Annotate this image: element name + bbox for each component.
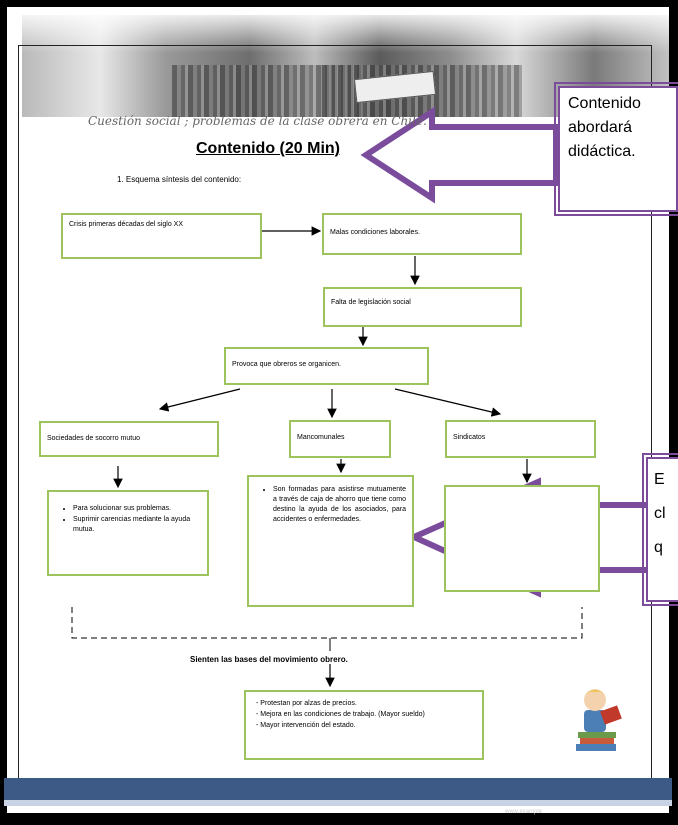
box-sociedades-items: Para solucionar sus problemas. Suprimir … <box>47 490 209 576</box>
box-sindicatos: Sindicatos <box>445 420 596 458</box>
numbered-heading: 1. Esquema síntesis del contenido: <box>117 175 242 184</box>
section-title: Contenido (20 Min) <box>196 140 340 157</box>
callout-top-line-3: didáctica. <box>568 143 636 160</box>
box-provoca-text: Provoca que obreros se organicen. <box>232 361 341 368</box>
box-falta-text: Falta de legislación social <box>331 299 411 306</box>
list-item: Suprimir carencias mediante la ayuda mut… <box>73 515 201 535</box>
footer-bar <box>4 778 672 800</box>
box-malas-text: Malas condiciones laborales. <box>330 229 420 236</box>
arrow-provoca-sindicatos <box>394 388 502 417</box>
callout-right: E cl q <box>642 453 678 606</box>
list-item: Protestan por alzas de precios. <box>260 699 476 709</box>
callout-arrow-top <box>360 106 559 204</box>
list-item: Para solucionar sus problemas. <box>73 504 201 514</box>
box-malas: Malas condiciones laborales. <box>322 213 522 255</box>
box-sindicatos-text: Sindicatos <box>453 434 486 441</box>
footer-text: www.example <box>505 809 543 815</box>
box-resultado: Protestan por alzas de precios. Mejora e… <box>244 690 484 760</box>
callout-right-line-3: q <box>654 539 663 556</box>
list-item: Son formadas para asistirse mutuamente a… <box>273 485 406 525</box>
dashed-bracket <box>71 607 583 639</box>
box-crisis: Crisis primeras décadas del siglo XX <box>61 213 262 259</box>
box-sindicatos-items <box>444 485 600 592</box>
box-sociedades-text: Sociedades de socorro mutuo <box>47 435 140 442</box>
callout-top-line-2: abordará <box>568 119 633 136</box>
list-item: Mejora en las condiciones de trabajo. (M… <box>260 710 476 720</box>
banner-photo-collage <box>22 15 669 117</box>
child-reading-illustration <box>576 689 622 751</box>
box-falta: Falta de legislación social <box>323 287 522 327</box>
conclusion-text: Sienten las bases del movimiento obrero. <box>190 655 348 664</box>
list-item: Mayor intervención del estado. <box>260 721 476 731</box>
box-crisis-text: Crisis primeras décadas del siglo XX <box>69 221 183 228</box>
box-sociedades: Sociedades de socorro mutuo <box>39 421 219 457</box>
callout-top-line-1: Contenido <box>568 95 641 112</box>
callout-arrow-top-inner <box>372 119 553 191</box>
callout-right-line-2: cl <box>654 505 666 522</box>
document-subtitle: Cuestión social ; problemas de la clase … <box>88 114 427 128</box>
box-mancomunales-items: Son formadas para asistirse mutuamente a… <box>247 475 414 607</box>
box-mancomunales-text: Mancomunales <box>297 434 345 441</box>
callout-right-line-1: E <box>654 471 665 488</box>
banner-sky <box>22 15 669 53</box>
footer-line <box>4 800 672 806</box>
box-mancomunales: Mancomunales <box>289 420 391 458</box>
box-provoca: Provoca que obreros se organicen. <box>224 347 429 385</box>
arrow-provoca-sociedades <box>158 388 241 412</box>
callout-top: Contenido abordará didáctica. <box>554 82 678 216</box>
